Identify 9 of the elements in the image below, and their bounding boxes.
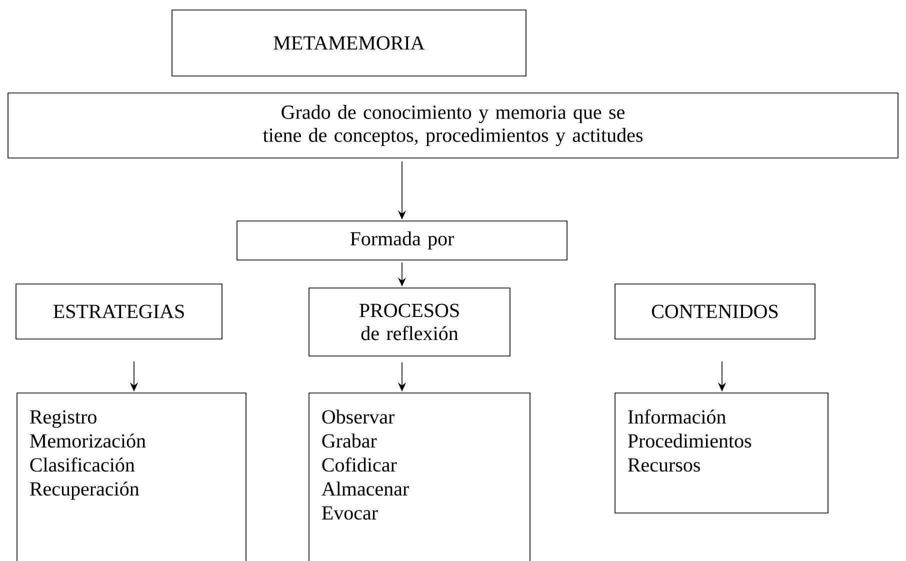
list-box: Observar Grabar Cofidicar Almacenar Evocar bbox=[308, 392, 530, 561]
text-box: PROCESOS de reflexión bbox=[308, 288, 510, 356]
text-box: Grado de conocimiento y memoria que se tiene de conceptos, procedimientos y actitudes bbox=[8, 92, 898, 158]
text-box: ESTRATEGIAS bbox=[16, 284, 222, 340]
text-box: CONTENIDOS bbox=[614, 284, 816, 340]
text-box: Formada por bbox=[236, 220, 568, 260]
text-box: METAMEMORIA bbox=[172, 10, 526, 76]
list-box: Información Procedimientos Recursos bbox=[614, 392, 828, 514]
list-box: Registro Memorización Clasificación Recuperación bbox=[16, 392, 246, 561]
